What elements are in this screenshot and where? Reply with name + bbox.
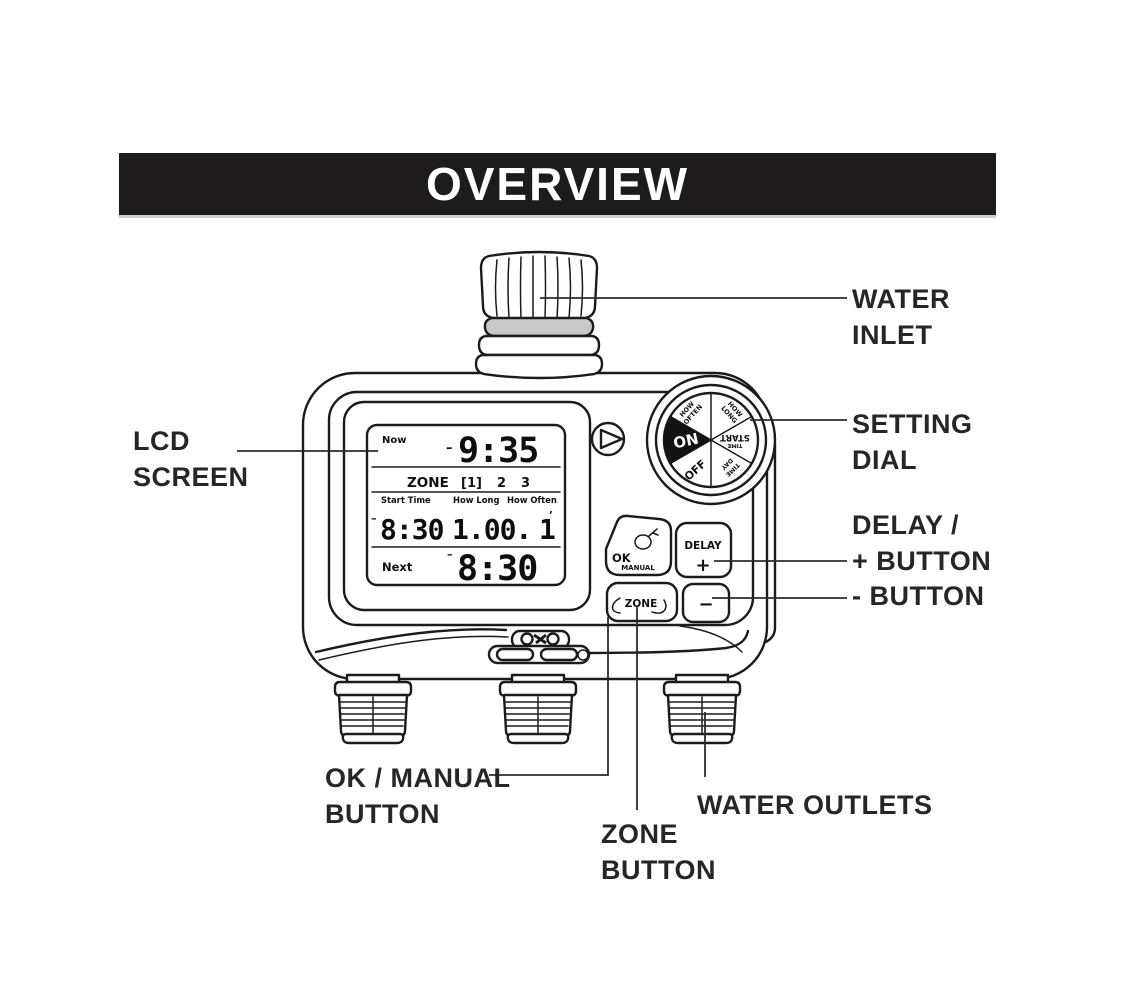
lcd-now-label: Now: [382, 435, 406, 446]
lcd-start-time: 8:30: [380, 513, 444, 546]
label-setting-dial: SETTING DIAL: [852, 409, 973, 475]
callout-lines: [237, 297, 847, 810]
lcd-col-how-long: How Long: [453, 495, 499, 505]
lcd-col-start-time: Start Time: [381, 495, 431, 505]
lcd-zone-label: ZONE: [407, 475, 449, 491]
header-bar: OVERVIEW: [119, 153, 996, 218]
lcd-next-time: 8:30: [457, 549, 537, 589]
play-icon: [590, 421, 626, 457]
svg-text:TIME: TIME: [727, 442, 742, 448]
label-minus-button: - BUTTON: [852, 581, 985, 611]
device-body: Now – 9:35 ZONE [1] 2 3 Start Time How L…: [301, 250, 777, 745]
zone-label: ZONE: [625, 598, 658, 610]
lcd-next-label: Next: [382, 560, 413, 574]
dial-on-label: ON: [672, 430, 701, 453]
delay-label: DELAY: [684, 540, 722, 552]
minus-button: −: [681, 582, 731, 624]
delay-plus-button: DELAY +: [674, 521, 733, 579]
battery-door: [314, 625, 750, 665]
dial-wedge-on: [663, 415, 712, 465]
label-ok-manual-button: OK / MANUAL BUTTON: [325, 763, 511, 829]
ok-label: OK: [612, 551, 632, 565]
lcd-how-often-tick: ’: [549, 510, 553, 521]
dial-start-time-label: TIME START: [720, 432, 750, 448]
lcd-now-ampm: –: [446, 441, 453, 456]
plus-label: +: [695, 555, 710, 576]
lcd-screen: Now – 9:35 ZONE [1] 2 3 Start Time How L…: [342, 400, 592, 612]
minus-label: −: [698, 594, 713, 615]
lcd-next-ampm: –: [447, 548, 453, 561]
lcd-zone-1: [1]: [461, 476, 482, 491]
water-outlets: [333, 673, 742, 745]
label-delay-plus-button: DELAY / + BUTTON: [852, 510, 992, 576]
zone-button: ZONE: [605, 581, 679, 623]
lcd-now-time: 9:35: [458, 431, 538, 471]
svg-text:START: START: [720, 432, 750, 442]
label-water-outlets: WATER OUTLETS: [697, 790, 933, 820]
water-inlet: [474, 250, 604, 380]
manual-label: MANUAL: [621, 564, 655, 572]
lcd-zone-2: 2: [497, 476, 506, 491]
press-finger-icon: [634, 528, 659, 550]
label-water-inlet: WATER INLET: [852, 284, 950, 350]
lcd-col-how-often: How Often: [507, 495, 557, 505]
ok-manual-button: OK MANUAL: [604, 514, 673, 577]
lcd-how-often: 1: [539, 513, 555, 546]
label-zone-button: ZONE BUTTON: [601, 819, 716, 885]
page-title: OVERVIEW: [425, 158, 690, 210]
lcd-zone-3: 3: [521, 476, 530, 491]
lcd-start-ampm: –: [371, 512, 377, 525]
lcd-how-long: 1.00.: [452, 513, 531, 546]
callout-line-ok-manual: [489, 617, 609, 776]
label-lcd-screen: LCD SCREEN: [133, 426, 249, 492]
zone-swoosh: [611, 597, 667, 614]
setting-dial: ON OFF HOW OFTEN HOW LONG TIME START TIM…: [645, 374, 777, 506]
